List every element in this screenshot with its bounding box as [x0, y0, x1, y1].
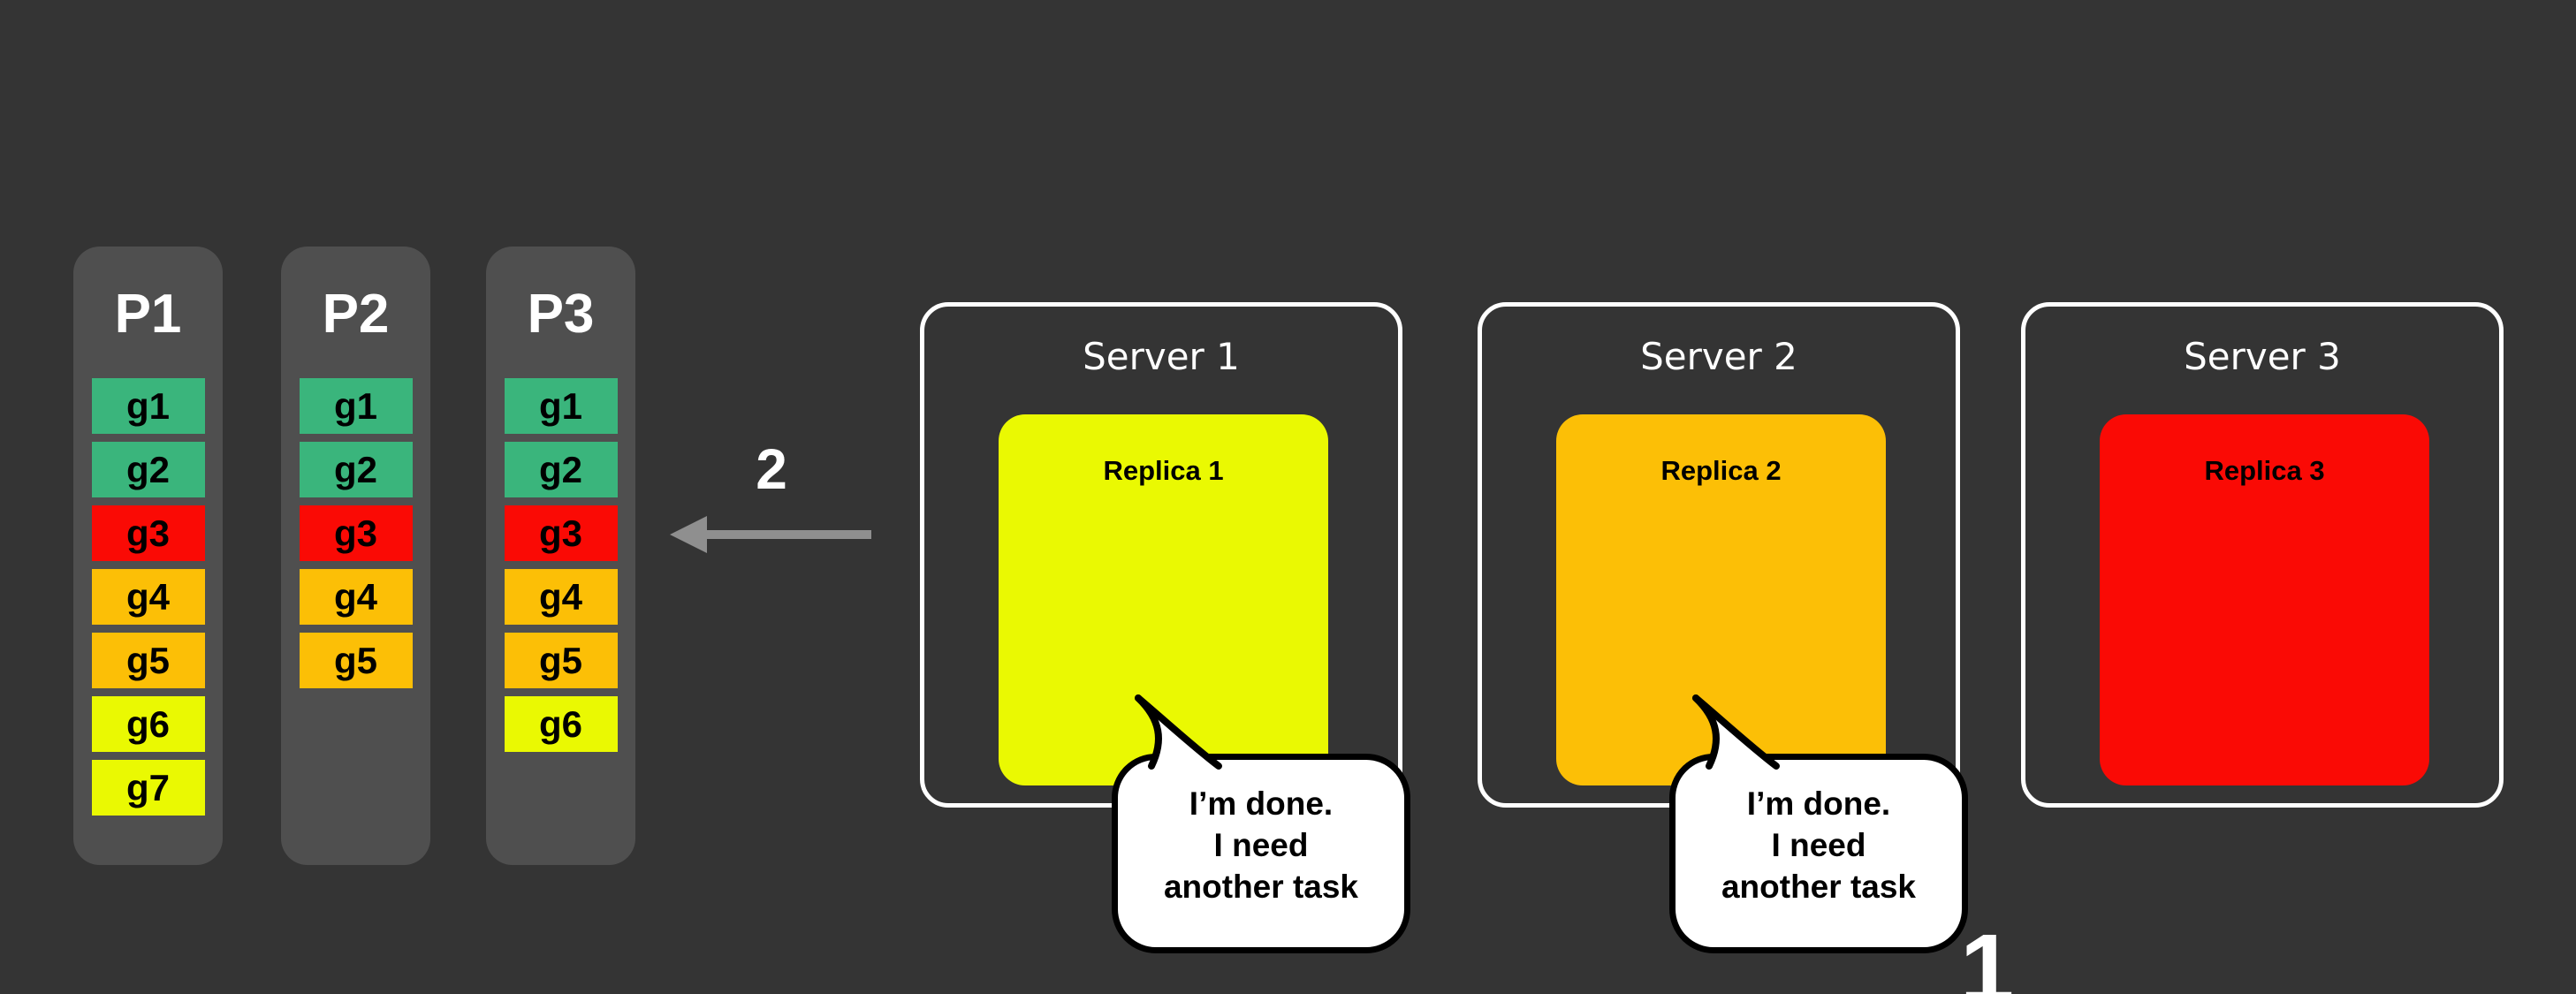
speech-bubble-line: I’m done.: [1189, 785, 1334, 822]
replica-title: Replica 1: [1103, 455, 1224, 486]
speech-bubble: I’m done. I need another task: [1112, 694, 1410, 953]
speech-bubble-tail-icon: [1135, 694, 1222, 774]
step-1-label: 1: [1960, 914, 2015, 994]
partition-column: P2 g1 g2 g3 g4 g5: [281, 247, 430, 865]
partition-task-cell: g7: [91, 760, 205, 816]
partition-task-cell: g3: [504, 505, 618, 561]
partition-cell-list: g1 g2 g3 g4 g5 g6: [486, 378, 635, 752]
speech-bubble-line: another task: [1163, 869, 1358, 905]
partition-task-cell: g1: [299, 378, 413, 434]
speech-bubble-line: another task: [1721, 869, 1916, 905]
server-box: Server 1 Replica 1 I’m done. I need anothe…: [920, 302, 1410, 953]
partition-task-cell: g5: [91, 633, 205, 688]
partition-task-cell: g5: [504, 633, 618, 688]
server-box: Server 3 Replica 3: [2021, 302, 2504, 808]
server-title: Server 2: [1640, 335, 1797, 378]
speech-bubble-text: I’m done. I need another task: [1118, 783, 1404, 907]
partition-task-cell: g2: [299, 442, 413, 497]
partition-task-cell: g4: [299, 569, 413, 625]
partition-column: P3 g1 g2 g3 g4 g5 g6: [486, 247, 635, 865]
speech-bubble-line: I need: [1213, 827, 1309, 863]
step-2-label: 2: [756, 437, 787, 501]
replica-title: Replica 3: [2204, 455, 2325, 486]
partition-task-cell: g2: [91, 442, 205, 497]
partition-title: P3: [527, 284, 595, 345]
partition-title: P2: [322, 284, 390, 345]
server-title: Server 1: [1083, 335, 1240, 378]
speech-bubble: I’m done. I need another task: [1669, 694, 1968, 953]
partition-task-cell: g1: [504, 378, 618, 434]
replica-title: Replica 2: [1660, 455, 1782, 486]
partition-task-cell: g3: [91, 505, 205, 561]
speech-bubble-text: I’m done. I need another task: [1676, 783, 1962, 907]
partition-task-cell: g6: [504, 696, 618, 752]
speech-bubble-tail-icon: [1692, 694, 1780, 774]
partition-task-cell: g6: [91, 696, 205, 752]
partition-task-cell: g1: [91, 378, 205, 434]
partition-title: P1: [114, 284, 182, 345]
partition-cell-list: g1 g2 g3 g4 g5: [281, 378, 430, 688]
partition-task-cell: g5: [299, 633, 413, 688]
partition-task-cell: g3: [299, 505, 413, 561]
server-title: Server 3: [2184, 335, 2341, 378]
speech-bubble-line: I need: [1771, 827, 1866, 863]
speech-bubble-line: I’m done.: [1746, 785, 1891, 822]
partition-column: P1 g1 g2 g3 g4 g5 g6 g7: [73, 247, 223, 865]
left-arrow-icon: [670, 516, 871, 553]
step-2-annotation: 2: [668, 438, 875, 555]
partition-task-cell: g4: [91, 569, 205, 625]
server-box: Server 2 Replica 2 I’m done. I need anothe…: [1478, 302, 1968, 953]
partition-cell-list: g1 g2 g3 g4 g5 g6 g7: [73, 378, 223, 816]
replica-box: Replica 3: [2100, 414, 2429, 785]
partition-task-cell: g4: [504, 569, 618, 625]
partition-task-cell: g2: [504, 442, 618, 497]
